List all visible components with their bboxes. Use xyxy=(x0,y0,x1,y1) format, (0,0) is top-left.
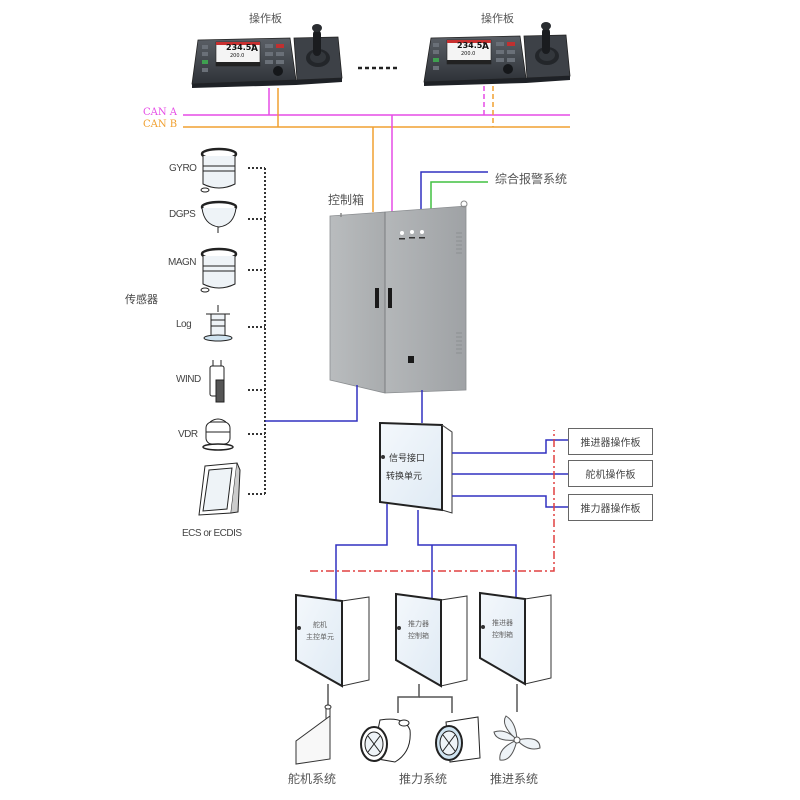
dgps-icon xyxy=(200,200,238,233)
operator-panel-1-label: 操作板 xyxy=(249,12,282,25)
rudder-box-label-line1: 舵机 xyxy=(313,621,327,629)
thruster-control-box xyxy=(395,592,468,688)
azimuth-thruster-icon xyxy=(435,716,481,763)
control-cabinet-label: 控制箱 xyxy=(328,193,365,207)
rudder-icon xyxy=(295,704,332,765)
propulsion-system-label: 推进系统 xyxy=(490,772,539,786)
vdr-icon xyxy=(202,418,234,451)
can-b-label: CAN B xyxy=(143,119,178,130)
sensor-label-log: Log xyxy=(176,319,192,330)
rudder-system-label: 舵机系统 xyxy=(288,772,337,786)
sensor-dotted-bus xyxy=(248,167,266,496)
sensor-label-magn: MAGN xyxy=(168,257,197,268)
sensor-label-ecdis: ECS or ECDIS xyxy=(182,528,242,539)
rudder-box-label-line2: 主控单元 xyxy=(306,633,334,641)
wind-icon xyxy=(209,360,225,403)
panel-1-mode: A xyxy=(251,44,258,54)
can-a-label: CAN A xyxy=(143,107,178,118)
boundary-line xyxy=(310,430,555,572)
box-to-system-lines xyxy=(327,684,518,713)
signal-conversion-unit-box xyxy=(379,421,453,514)
ecdis-monitor-icon xyxy=(198,462,241,516)
signal-to-panels-lines xyxy=(452,439,568,508)
panel-2-heading-readout: 234.5° xyxy=(457,41,487,50)
alarm-system-label: 综合报警系统 xyxy=(495,172,568,186)
gyro-icon xyxy=(200,147,238,193)
alarm-system-lines xyxy=(420,171,488,212)
operator-panel-2-label: 操作板 xyxy=(481,12,514,25)
propeller-box-label-line1: 推进器 xyxy=(492,619,513,627)
propeller-box-label-line2: 控制箱 xyxy=(492,631,513,639)
sensor-label-wind: WIND xyxy=(176,374,201,385)
panel-2-sub-readout: 200.0 xyxy=(461,51,476,57)
magn-icon xyxy=(200,247,238,293)
sensor-to-cabinet-line xyxy=(265,385,358,422)
panel-2-mode: A xyxy=(482,42,489,52)
tunnel-thruster-icon xyxy=(360,718,411,763)
thruster-box-label-line2: 控制箱 xyxy=(408,632,429,640)
operator-panel-2 xyxy=(423,22,571,86)
signal-to-boxes-lines xyxy=(335,504,517,603)
operator-panel-1 xyxy=(191,24,343,88)
remote-panel-thruster: 推力器操作板 xyxy=(568,494,653,521)
remote-panel-propeller: 推进器操作板 xyxy=(568,428,653,455)
signal-unit-label-line2: 转换单元 xyxy=(386,472,423,482)
signal-unit-label-line1: 信号接口 xyxy=(389,454,426,464)
control-cabinet xyxy=(329,200,468,394)
sensors-group-label: 传感器 xyxy=(125,293,158,306)
propeller-icon xyxy=(493,715,541,761)
panel-1-sub-readout: 200.0 xyxy=(230,53,245,59)
can-bus-lines xyxy=(183,86,570,212)
sensor-label-dgps: DGPS xyxy=(169,209,196,220)
remote-panel-rudder: 舵机操作板 xyxy=(568,460,653,487)
panel-1-heading-readout: 234.5° xyxy=(226,43,256,52)
sensor-label-gyro: GYRO xyxy=(169,163,197,174)
sensor-label-vdr: VDR xyxy=(178,429,198,440)
propeller-control-box xyxy=(479,591,552,686)
thruster-box-label-line1: 推力器 xyxy=(408,620,429,628)
thrust-system-label: 推力系统 xyxy=(399,772,448,786)
rudder-control-box xyxy=(295,593,370,688)
log-icon xyxy=(203,305,233,342)
